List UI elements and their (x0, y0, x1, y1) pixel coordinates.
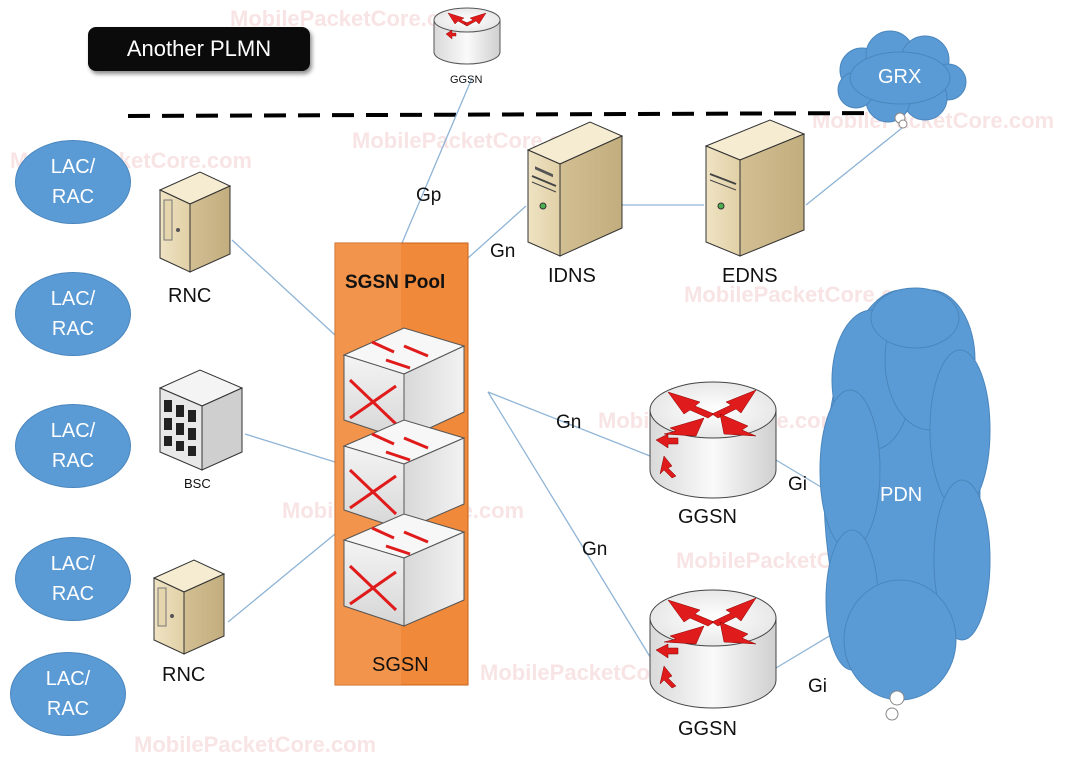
gn-lower-interface-label: Gn (582, 539, 608, 560)
link-rnc-bottom (227, 533, 336, 623)
ggsn-lower-label: GGSN (678, 718, 737, 740)
link-gn-idns (467, 205, 527, 259)
link-gn-upper (487, 391, 651, 457)
lac-rac-area: LAC/RAC (15, 404, 131, 488)
sgsn-cube-icon (342, 327, 466, 441)
another-plmn-label: Another PLMN (88, 27, 310, 71)
link-gp (401, 77, 473, 244)
rnc-top-label: RNC (168, 285, 212, 307)
top-ggsn-router-icon (433, 7, 501, 65)
watermark: MobilePacketCore.com (230, 6, 473, 31)
lac-rac-area: LAC/RAC (10, 652, 126, 736)
lac-rac-area: LAC/RAC (15, 537, 131, 621)
lac-rac-line1: LAC/ (50, 156, 96, 178)
sgsn-cube-icon (342, 513, 466, 627)
sgsn-pool-title: SGSN Pool (345, 272, 446, 293)
lac-rac-line2: RAC (46, 698, 90, 720)
link-gi-upper (775, 459, 827, 491)
edns-label: EDNS (722, 265, 778, 287)
gn-upper-interface-label: Gn (556, 412, 582, 433)
ggsn-lower-router-icon (649, 589, 777, 709)
ggsn-upper-label: GGSN (678, 506, 737, 528)
gn-idns-interface-label: Gn (490, 241, 516, 262)
ggsn-upper-router-icon (649, 381, 777, 499)
lac-rac-line1: LAC/ (50, 553, 96, 575)
plmn-boundary-line (127, 111, 881, 118)
lac-rac-line1: LAC/ (45, 668, 91, 690)
lac-rac-line2: RAC (51, 450, 95, 472)
lac-rac-line1: LAC/ (50, 420, 96, 442)
rnc-bottom-label: RNC (162, 664, 206, 686)
gi-upper-interface-label: Gi (788, 474, 807, 495)
pdn-cloud (819, 287, 991, 721)
gp-interface-label: Gp (416, 185, 442, 206)
sgsn-label: SGSN (372, 654, 429, 676)
lac-rac-area: LAC/RAC (15, 272, 131, 356)
link-edns-grx (805, 127, 903, 206)
another-plmn-text: Another PLMN (126, 36, 272, 61)
lac-rac-line1: LAC/ (50, 288, 96, 310)
bsc-label: BSC (184, 476, 211, 491)
rnc-top-icon (158, 171, 232, 273)
watermark: MobilePacketCore.com (134, 732, 377, 757)
idns-label: IDNS (548, 265, 596, 287)
link-gn-lower (487, 391, 653, 661)
link-rnc-top (231, 239, 336, 336)
idns-server-icon (526, 121, 624, 257)
lac-rac-line2: RAC (51, 583, 95, 605)
lac-rac-line2: RAC (51, 186, 95, 208)
pdn-label: PDN (880, 484, 923, 506)
sgsn-cube-icon (342, 419, 466, 531)
rnc-bottom-icon (152, 559, 226, 655)
lac-rac-line2: RAC (51, 318, 95, 340)
top-ggsn-label: GGSN (450, 74, 483, 86)
link-bsc (244, 433, 336, 463)
grx-label: GRX (878, 66, 922, 88)
edns-server-icon (704, 119, 806, 257)
grx-cloud (837, 30, 967, 129)
bsc-icon (158, 369, 244, 471)
connection-lines (227, 77, 903, 669)
link-gi-lower (775, 631, 837, 669)
gi-lower-interface-label: Gi (808, 676, 827, 697)
lac-rac-area: LAC/RAC (15, 140, 131, 224)
